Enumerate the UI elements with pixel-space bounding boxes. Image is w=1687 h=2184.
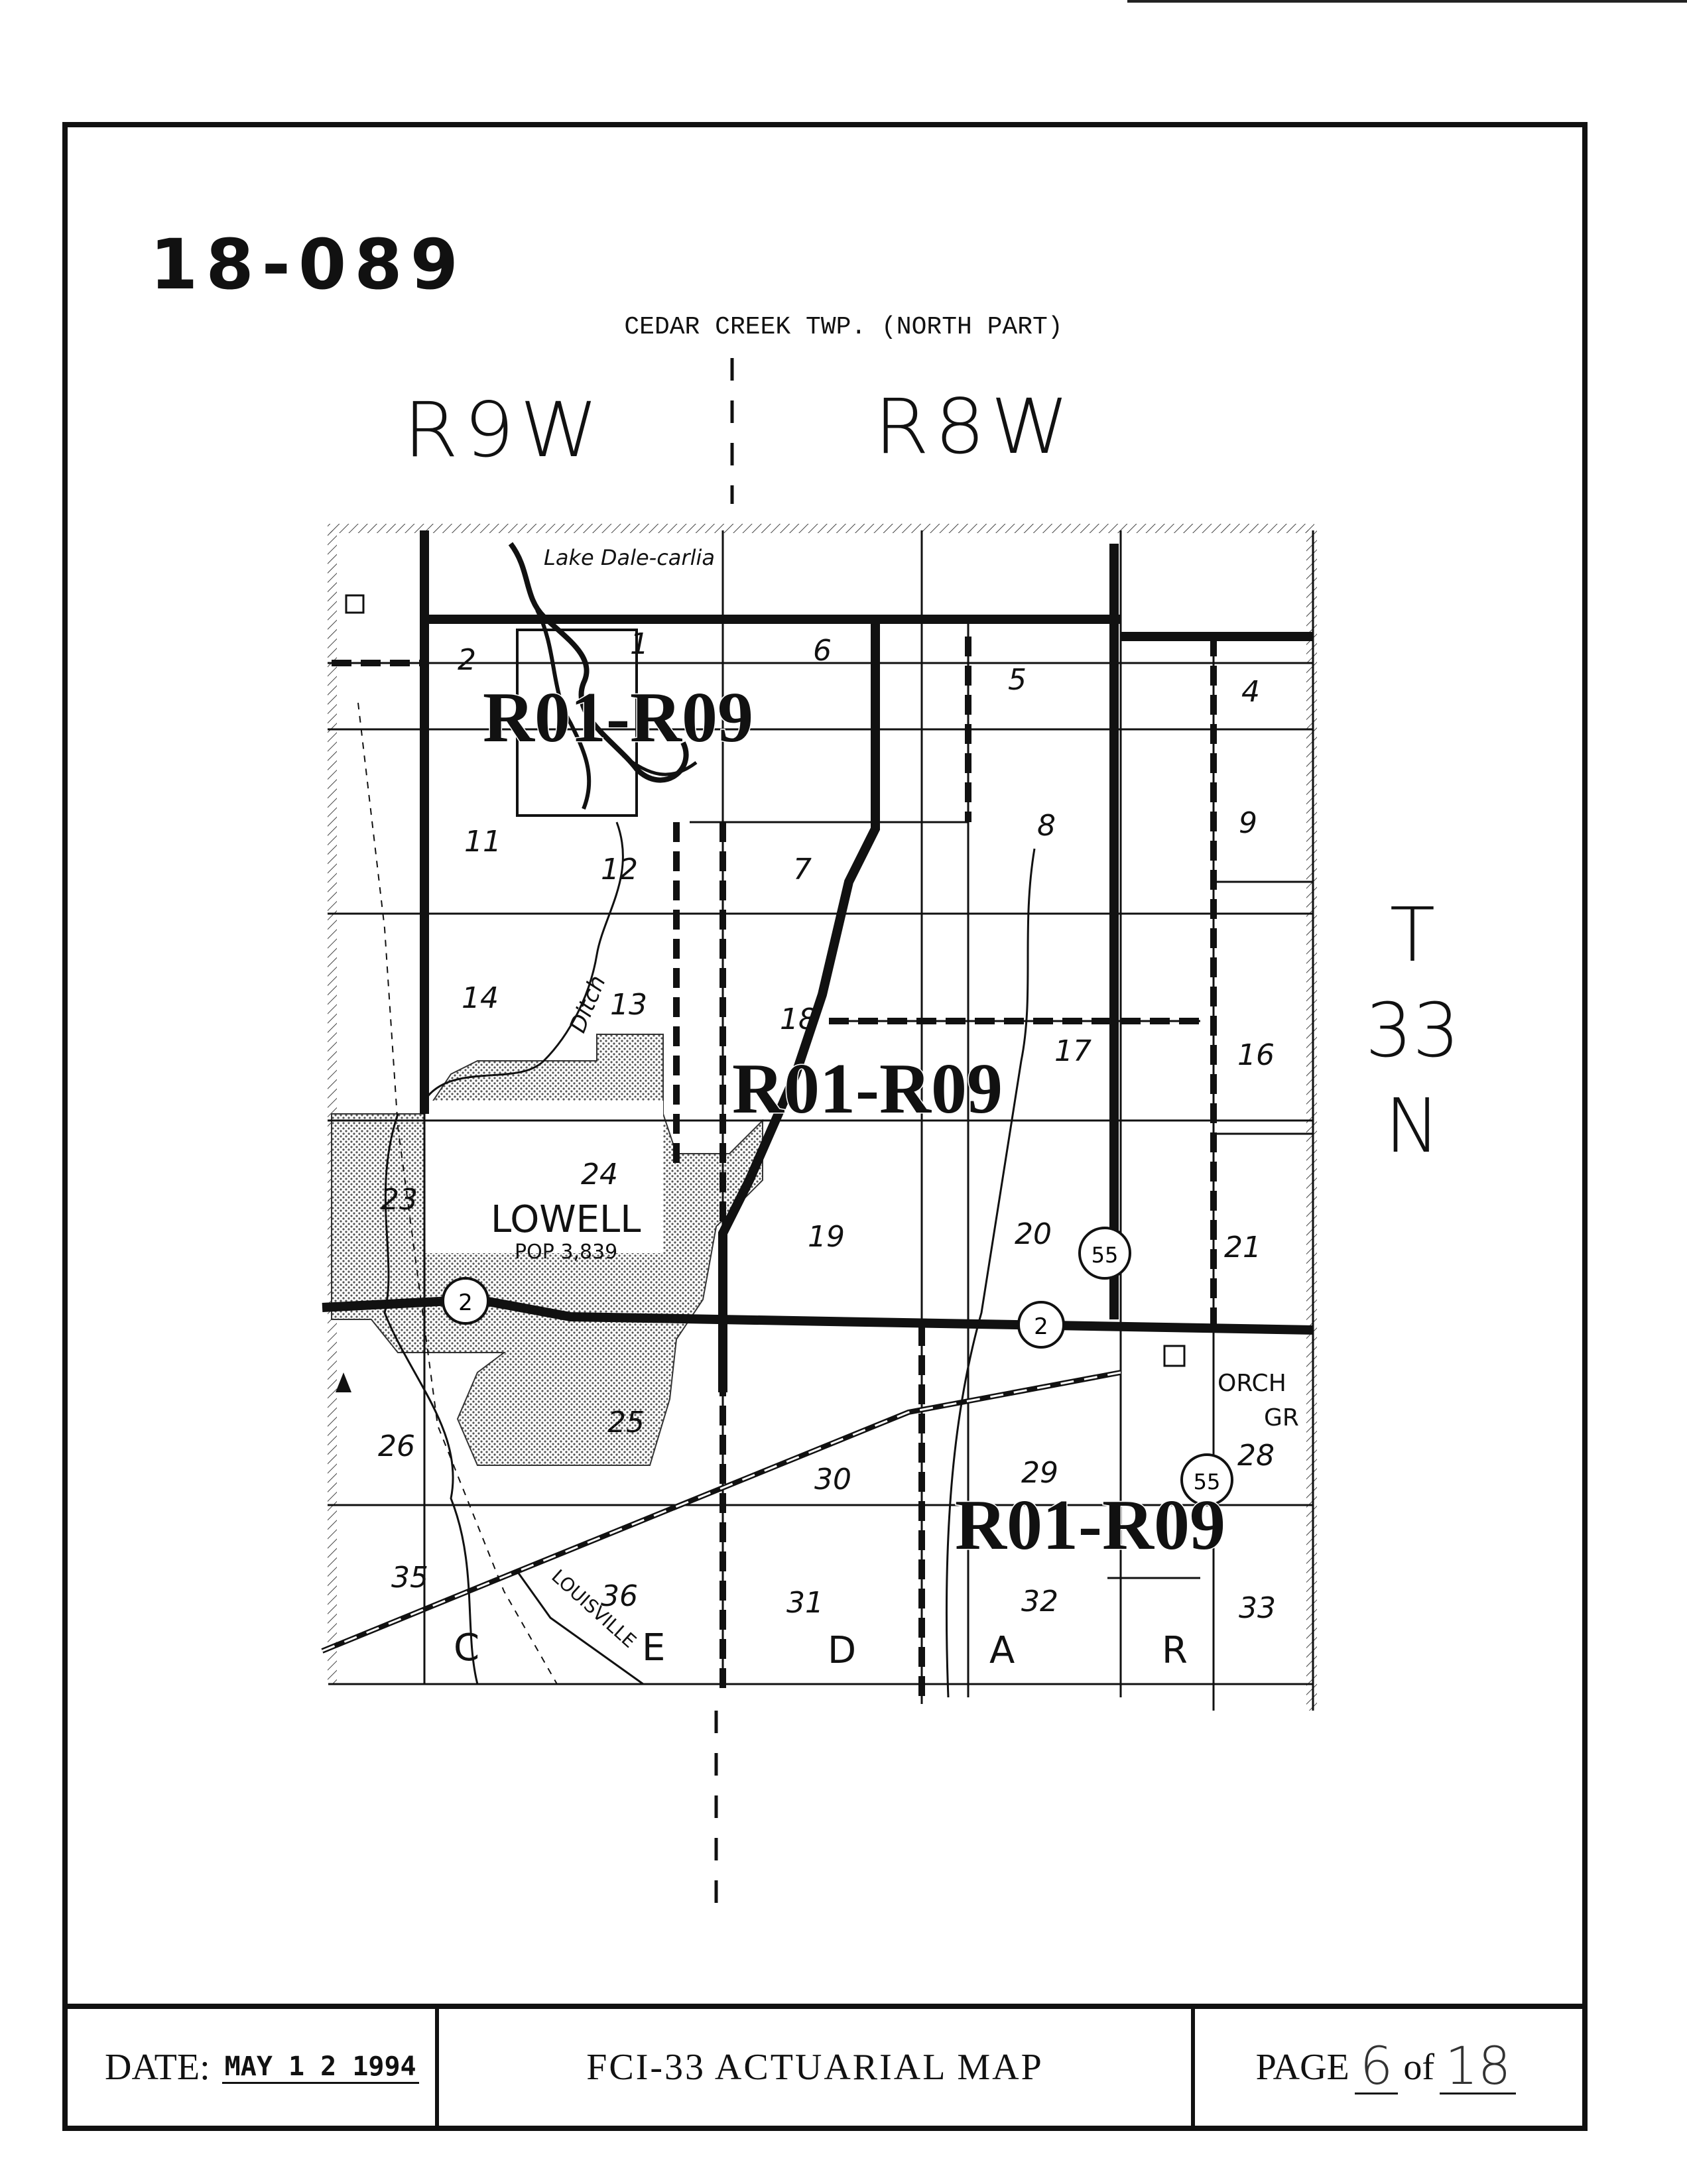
lake-outline xyxy=(508,542,689,783)
township-letter-n: N xyxy=(1385,1083,1440,1170)
footer-page-cell: PAGE 6 of 18 xyxy=(1195,2009,1582,2126)
section-17: 17 xyxy=(1054,1034,1092,1068)
date-value: MAY 1 2 1994 xyxy=(221,2051,419,2084)
section-8: 8 xyxy=(1037,809,1056,843)
section-21: 21 xyxy=(1224,1231,1261,1264)
section-20: 20 xyxy=(1015,1217,1052,1251)
section-19: 19 xyxy=(808,1220,845,1254)
page-label: PAGE xyxy=(1255,2047,1349,2088)
creek-line xyxy=(945,848,1036,1698)
route-shield-55-south: 55 xyxy=(1180,1453,1233,1506)
date-label: DATE: xyxy=(105,2047,210,2088)
letter-r: R xyxy=(1162,1629,1188,1672)
section-30: 30 xyxy=(814,1463,851,1496)
page-number: 6 xyxy=(1354,2041,1399,2094)
zone-labels: R01-R09 R01-R09 R01-R09 xyxy=(482,678,1227,1566)
map-left-edge xyxy=(328,530,337,1684)
letter-a: A xyxy=(989,1629,1015,1672)
section-32: 32 xyxy=(1021,1585,1058,1618)
bottom-letters: C E D A R xyxy=(454,1626,1188,1672)
lake-label: Lake Dale-carlia xyxy=(544,545,715,570)
section-36: 36 xyxy=(601,1579,638,1613)
orchard-label-2: GR xyxy=(1264,1404,1299,1431)
lake-channel xyxy=(535,609,592,810)
railroad-ties xyxy=(322,1371,1121,1652)
rail-west xyxy=(357,702,558,1685)
footer-date-cell: DATE: MAY 1 2 1994 xyxy=(68,2009,439,2126)
section-24: 24 xyxy=(581,1158,618,1191)
section-12: 12 xyxy=(601,853,638,886)
ditch-line xyxy=(423,821,624,1101)
section-29: 29 xyxy=(1021,1456,1058,1490)
map-top-edge xyxy=(328,524,1314,533)
map-subtitle: CEDAR CREEK TWP. (NORTH PART) xyxy=(624,313,1063,341)
section-2: 2 xyxy=(458,643,476,677)
section-28: 28 xyxy=(1237,1439,1275,1473)
lowell-label-backdrop xyxy=(424,1101,663,1253)
page-of-label: of xyxy=(1403,2047,1435,2088)
hospital-icon xyxy=(1163,1345,1186,1367)
section-5: 5 xyxy=(1008,663,1027,697)
zone-label-north: R01-R09 xyxy=(483,678,753,757)
township-label: T 33 N xyxy=(1353,898,1472,1185)
route-shield-55-north: 55 xyxy=(1078,1227,1131,1280)
campground-icon xyxy=(336,1372,351,1392)
lake-property xyxy=(516,629,638,817)
letter-e: E xyxy=(642,1626,665,1669)
ditch-label: Ditch xyxy=(564,972,611,1037)
town-population: POP 3,839 xyxy=(515,1241,617,1264)
route-shield-2-west: 2 xyxy=(442,1277,489,1325)
map-title: FCI-33 ACTUARIAL MAP xyxy=(586,2047,1044,2088)
section-4: 4 xyxy=(1241,675,1260,709)
section-31: 31 xyxy=(786,1586,824,1620)
section-16: 16 xyxy=(1237,1038,1275,1072)
page-total: 18 xyxy=(1440,2041,1517,2094)
svg-text:55: 55 xyxy=(1194,1469,1221,1494)
railroad-spur xyxy=(516,1571,644,1685)
map-sheet-frame xyxy=(62,122,1588,2131)
svg-text:55: 55 xyxy=(1092,1243,1119,1268)
svg-text:2: 2 xyxy=(1034,1313,1048,1340)
section-23: 23 xyxy=(381,1183,418,1217)
footer-bar: DATE: MAY 1 2 1994 FCI-33 ACTUARIAL MAP … xyxy=(68,2004,1582,2126)
range-label-east: R8W xyxy=(874,383,1075,471)
town-name: LOWELL xyxy=(491,1198,641,1241)
creek-west xyxy=(383,1113,479,1685)
section-26: 26 xyxy=(378,1429,415,1463)
township-letter-t: T xyxy=(1389,892,1436,979)
section-25: 25 xyxy=(607,1406,645,1439)
svg-text:2: 2 xyxy=(458,1290,473,1316)
zone-label-central: R01-R09 xyxy=(732,1050,1003,1128)
zone-label-south: R01-R09 xyxy=(955,1486,1225,1565)
section-33: 33 xyxy=(1239,1591,1276,1625)
section-18: 18 xyxy=(780,1002,817,1036)
township-number: 33 xyxy=(1365,988,1460,1074)
range-label-west: R9W xyxy=(403,387,604,475)
letter-c: C xyxy=(454,1626,479,1669)
document-id: 18-089 xyxy=(150,224,466,305)
landmark-icon xyxy=(345,594,365,614)
letter-d: D xyxy=(828,1629,856,1672)
section-numbers: 2 1 6 5 4 11 12 7 8 9 14 13 18 17 16 23 … xyxy=(378,627,1276,1625)
route-shield-2-east: 2 xyxy=(1017,1301,1065,1349)
section-11: 11 xyxy=(464,825,501,859)
section-35: 35 xyxy=(391,1561,428,1595)
section-7: 7 xyxy=(793,853,812,886)
section-13: 13 xyxy=(610,988,647,1022)
footer-title-cell: FCI-33 ACTUARIAL MAP xyxy=(439,2009,1195,2126)
lake-branch xyxy=(622,754,698,776)
section-14: 14 xyxy=(462,981,499,1015)
orchard-label-1: ORCH xyxy=(1218,1370,1286,1397)
section-1: 1 xyxy=(630,627,649,661)
top-edge-line xyxy=(1127,0,1687,3)
section-6: 6 xyxy=(813,634,832,668)
section-9: 9 xyxy=(1239,806,1257,840)
